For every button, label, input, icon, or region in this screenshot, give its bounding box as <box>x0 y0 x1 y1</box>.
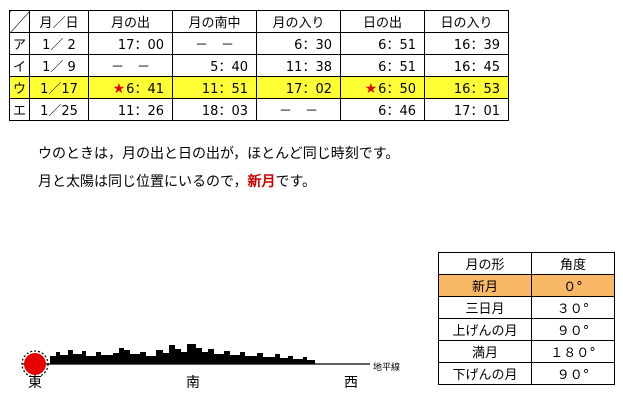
city-skyline <box>50 344 315 364</box>
phase-row: 三日月 ３０° <box>438 296 615 319</box>
sunrise-cell: 6：46 <box>340 98 425 121</box>
corner-cell <box>9 10 30 33</box>
moonset-cell: 11：38 <box>256 54 341 77</box>
moonrise-cell: － － <box>88 54 173 77</box>
transit-cell: － － <box>172 32 257 55</box>
sunrise-cell: ★6：50 <box>340 76 425 99</box>
phase-shape: 新月 <box>438 274 532 297</box>
direction-south: 南 <box>186 375 200 391</box>
header-transit: 月の南中 <box>172 10 257 33</box>
header-angle: 角度 <box>531 252 615 275</box>
phase-angle: ９０° <box>531 362 615 385</box>
phase-angle: ０° <box>531 274 615 297</box>
table-row: エ 1／25 11：26 18：03 － － 6：46 17：01 <box>9 98 509 121</box>
horizon-label: 地平線 <box>373 363 401 373</box>
explanation-prefix: 月と太陽は同じ位置にいるので， <box>38 174 248 190</box>
direction-east: 東 <box>28 375 42 391</box>
table-row-highlighted: ウ 1／17 ★6：41 11：51 17：02 ★6：50 16：53 <box>9 76 509 99</box>
row-label: ア <box>9 32 30 55</box>
date-cell: 1／17 <box>29 76 89 99</box>
phase-shape: 三日月 <box>438 296 532 319</box>
phase-row-selected: 新月 ０° <box>438 274 615 297</box>
transit-cell: 18：03 <box>172 98 257 121</box>
sunrise-cell: 6：51 <box>340 32 425 55</box>
phase-angle: ９０° <box>531 318 615 341</box>
moonrise-value: 6：41 <box>126 82 164 97</box>
phase-angle: １８０° <box>531 340 615 363</box>
star-icon: ★ <box>364 81 378 97</box>
header-date: 月／日 <box>29 10 89 33</box>
horizon-scene <box>21 344 370 378</box>
table-row: ア 1／ 2 17：00 － － 6：30 6：51 16：39 <box>9 32 509 55</box>
phase-header-row: 月の形 角度 <box>438 252 615 275</box>
date-cell: 1／25 <box>29 98 89 121</box>
header-shape: 月の形 <box>438 252 532 275</box>
table-header-row: 月／日 月の出 月の南中 月の入り 日の出 日の入り <box>9 10 509 33</box>
header-sunrise: 日の出 <box>340 10 425 33</box>
phase-row: 満月 １８０° <box>438 340 615 363</box>
sunrise-value: 6：50 <box>378 82 416 97</box>
moon-phase-table: 月の形 角度 新月 ０° 三日月 ３０° 上げんの月 ９０° 満月 １８０° 下… <box>438 252 615 385</box>
sunset-cell: 16：53 <box>424 76 509 99</box>
phase-row: 上げんの月 ９０° <box>438 318 615 341</box>
phase-row: 下げんの月 ９０° <box>438 362 615 385</box>
moonset-cell: 6：30 <box>256 32 341 55</box>
moon-times-table: 月／日 月の出 月の南中 月の入り 日の出 日の入り ア 1／ 2 17：00 … <box>9 10 509 121</box>
sun-icon <box>24 353 46 375</box>
row-label: ウ <box>9 76 30 99</box>
phase-angle: ３０° <box>531 296 615 319</box>
moonset-cell: 17：02 <box>256 76 341 99</box>
explanation-line-1: ウのときは，月の出と日の出が，ほとんど同じ時刻です。 <box>38 146 400 162</box>
transit-cell: 5：40 <box>172 54 257 77</box>
moonset-cell: － － <box>256 98 341 121</box>
sunrise-cell: 6：51 <box>340 54 425 77</box>
new-moon-emphasis: 新月 <box>247 174 276 190</box>
moon-outline-icon <box>21 350 49 378</box>
star-icon: ★ <box>112 81 126 97</box>
moonrise-cell: 11：26 <box>88 98 173 121</box>
header-moonrise: 月の出 <box>88 10 173 33</box>
moonrise-cell: 17：00 <box>88 32 173 55</box>
row-label: エ <box>9 98 30 121</box>
header-sunset: 日の入り <box>424 10 509 33</box>
row-label: イ <box>9 54 30 77</box>
date-cell: 1／ 9 <box>29 54 89 77</box>
sunset-cell: 17：01 <box>424 98 509 121</box>
transit-cell: 11：51 <box>172 76 257 99</box>
direction-west: 西 <box>344 375 358 391</box>
explanation-line-2: 月と太陽は同じ位置にいるので，新月です。 <box>38 171 316 191</box>
explanation-suffix: です。 <box>275 174 317 190</box>
table-row: イ 1／ 9 － － 5：40 11：38 6：51 16：45 <box>9 54 509 77</box>
sunset-cell: 16：45 <box>424 54 509 77</box>
moonrise-cell: ★6：41 <box>88 76 173 99</box>
date-cell: 1／ 2 <box>29 32 89 55</box>
header-moonset: 月の入り <box>256 10 341 33</box>
sunset-cell: 16：39 <box>424 32 509 55</box>
